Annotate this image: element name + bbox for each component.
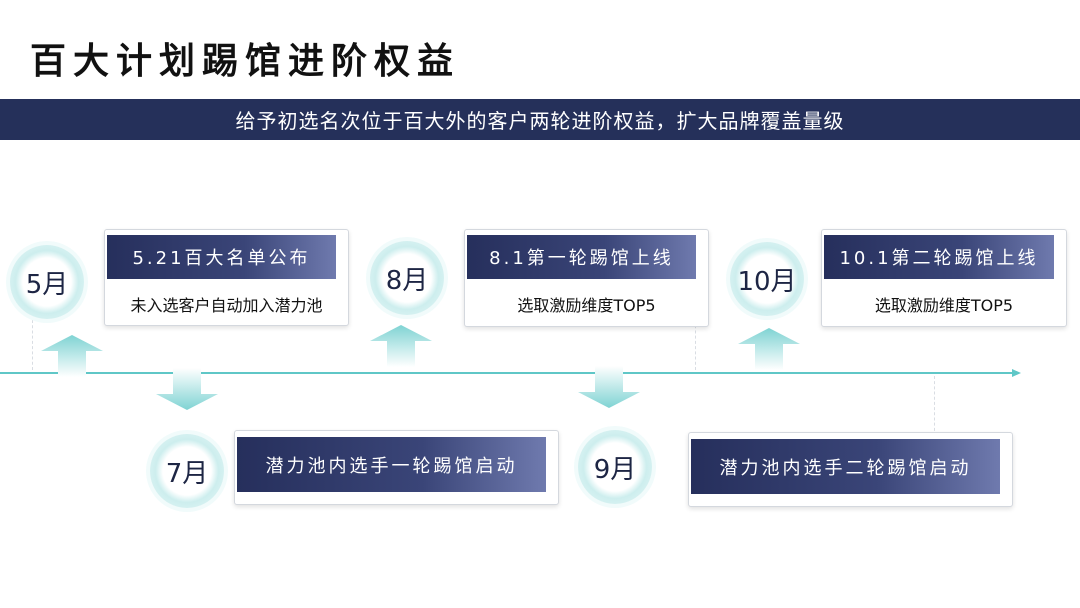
guide-line — [695, 320, 696, 370]
month-badge-may: 5月 — [10, 245, 84, 319]
card-body: 选取激励维度TOP5 — [822, 282, 1066, 326]
up-arrow-icon — [738, 328, 800, 370]
month-label: 10月 — [737, 266, 797, 297]
month-label: 7月 — [165, 458, 209, 489]
milestone-card-may: 5.21百大名单公布 未入选客户自动加入潜力池 — [104, 229, 349, 326]
milestone-card-jul: 潜力池内选手一轮踢馆启动 — [234, 430, 559, 505]
card-heading: 潜力池内选手一轮踢馆启动 — [237, 437, 546, 492]
subtitle-text: 给予初选名次位于百大外的客户两轮进阶权益，扩大品牌覆盖量级 — [235, 109, 845, 133]
month-label: 8月 — [385, 265, 429, 296]
card-heading-text: 潜力池内选手一轮踢馆启动 — [265, 455, 518, 477]
month-badge-oct: 10月 — [730, 242, 804, 316]
card-heading: 10.1第二轮踢馆上线 — [824, 235, 1054, 279]
card-heading-text: 5.21百大名单公布 — [132, 248, 311, 269]
card-heading: 潜力池内选手二轮踢馆启动 — [691, 439, 1000, 494]
card-heading-text: 潜力池内选手二轮踢馆启动 — [719, 457, 972, 479]
month-badge-jul: 7月 — [150, 434, 224, 508]
month-label: 9月 — [593, 454, 637, 485]
subtitle-banner: 给予初选名次位于百大外的客户两轮进阶权益，扩大品牌覆盖量级 — [0, 99, 1080, 140]
down-arrow-icon — [578, 366, 640, 408]
up-arrow-icon — [370, 325, 432, 367]
card-heading-text: 8.1第一轮踢馆上线 — [489, 248, 674, 269]
card-body-text: 未入选客户自动加入潜力池 — [130, 295, 323, 315]
card-body-text: 选取激励维度TOP5 — [874, 296, 1014, 315]
month-label: 5月 — [25, 269, 69, 300]
guide-line — [934, 376, 935, 436]
page-title: 百大计划踢馆进阶权益 — [30, 41, 461, 82]
up-arrow-icon — [41, 335, 103, 377]
card-body: 选取激励维度TOP5 — [465, 282, 708, 326]
timeline-arrowhead — [1012, 369, 1021, 377]
guide-line — [32, 320, 33, 370]
milestone-card-sep: 潜力池内选手二轮踢馆启动 — [688, 432, 1013, 507]
card-heading-text: 10.1第二轮踢馆上线 — [839, 248, 1039, 269]
timeline-axis — [0, 372, 1014, 374]
month-badge-sep: 9月 — [578, 430, 652, 504]
milestone-card-aug: 8.1第一轮踢馆上线 选取激励维度TOP5 — [464, 229, 709, 327]
card-heading: 8.1第一轮踢馆上线 — [467, 235, 696, 279]
month-badge-aug: 8月 — [370, 241, 444, 315]
milestone-card-oct: 10.1第二轮踢馆上线 选取激励维度TOP5 — [821, 229, 1067, 327]
card-body-text: 选取激励维度TOP5 — [517, 296, 656, 315]
card-body: 未入选客户自动加入潜力池 — [105, 282, 348, 325]
card-heading: 5.21百大名单公布 — [107, 235, 336, 279]
down-arrow-icon — [156, 368, 218, 410]
